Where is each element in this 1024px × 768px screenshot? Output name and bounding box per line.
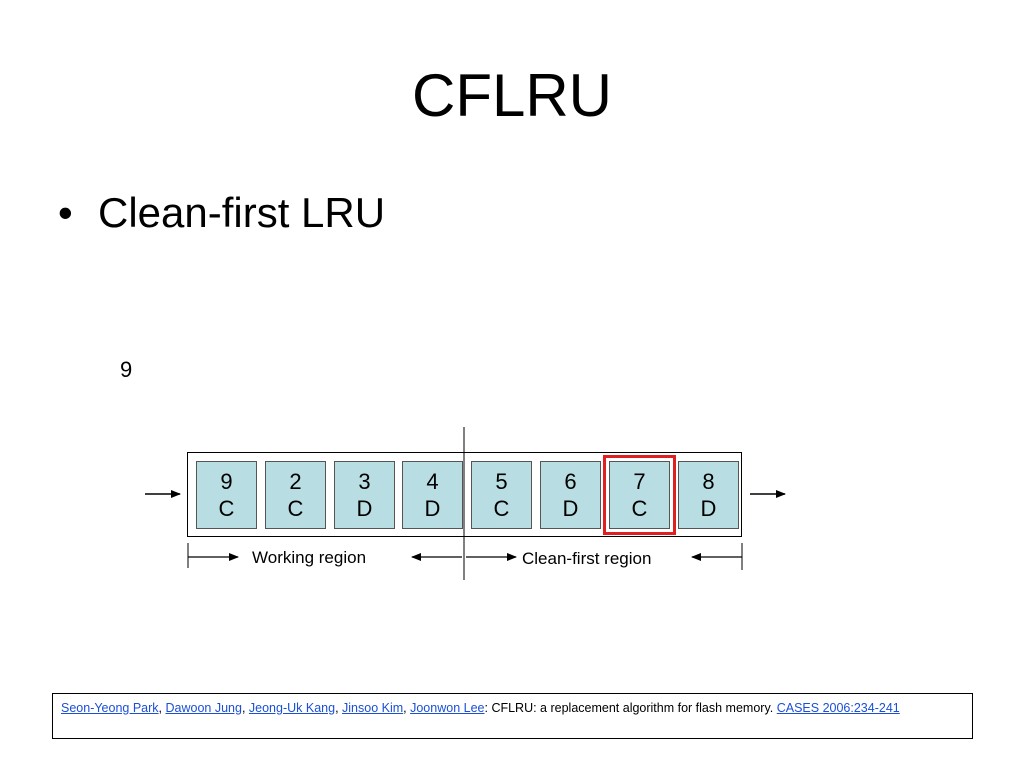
bullet-list: • Clean-first LRU (58, 186, 385, 240)
page-number: 9 (220, 469, 233, 494)
page-number: 5 (495, 469, 508, 494)
citation-author-link[interactable]: Dawoon Jung (165, 701, 242, 715)
working-region-label: Working region (252, 548, 367, 567)
page-state: C (493, 496, 510, 521)
bullet-item: • Clean-first LRU (58, 186, 385, 240)
citation-author-link[interactable]: Jinsoo Kim (342, 701, 404, 715)
page-state: D (700, 496, 717, 521)
bullet-dot-icon: • (58, 189, 73, 236)
buffer-frame (187, 452, 742, 537)
incoming-page-label: 9 (120, 357, 133, 382)
citation-box: Seon-Yeong Park, Dawoon Jung, Jeong-Uk K… (52, 693, 973, 739)
page-number: 2 (289, 469, 302, 494)
page-state: C (287, 496, 304, 521)
citation-separator: , (403, 701, 411, 715)
page-state: D (356, 496, 373, 521)
clean-first-region-label: Clean-first region (522, 549, 652, 568)
citation-venue-link[interactable]: CASES 2006:234-241 (776, 701, 900, 715)
citation-separator: , (335, 701, 343, 715)
page-state: C (218, 496, 235, 521)
page-number: 8 (702, 469, 715, 494)
page-number: 7 (633, 469, 646, 494)
citation-author-link[interactable]: Jeong-Uk Kang (248, 701, 336, 715)
page-state: D (562, 496, 579, 521)
page-state: D (424, 496, 441, 521)
page-number: 6 (564, 469, 577, 494)
page-state: C (631, 496, 648, 521)
page-number: 3 (358, 469, 371, 494)
slide-title: CFLRU (411, 62, 612, 129)
citation-authors: Seon-Yeong Park, Dawoon Jung, Jeong-Uk K… (61, 701, 484, 715)
page-number: 4 (426, 469, 439, 494)
citation-author-link[interactable]: Joonwon Lee (410, 701, 485, 715)
citation-separator: , (241, 701, 249, 715)
bullet-text: Clean-first LRU (98, 189, 386, 236)
citation-author-link[interactable]: Seon-Yeong Park (61, 701, 159, 715)
citation-title: CFLRU: a replacement algorithm for flash… (491, 701, 777, 715)
citation-separator: , (158, 701, 166, 715)
citation-colon: : (484, 701, 492, 715)
